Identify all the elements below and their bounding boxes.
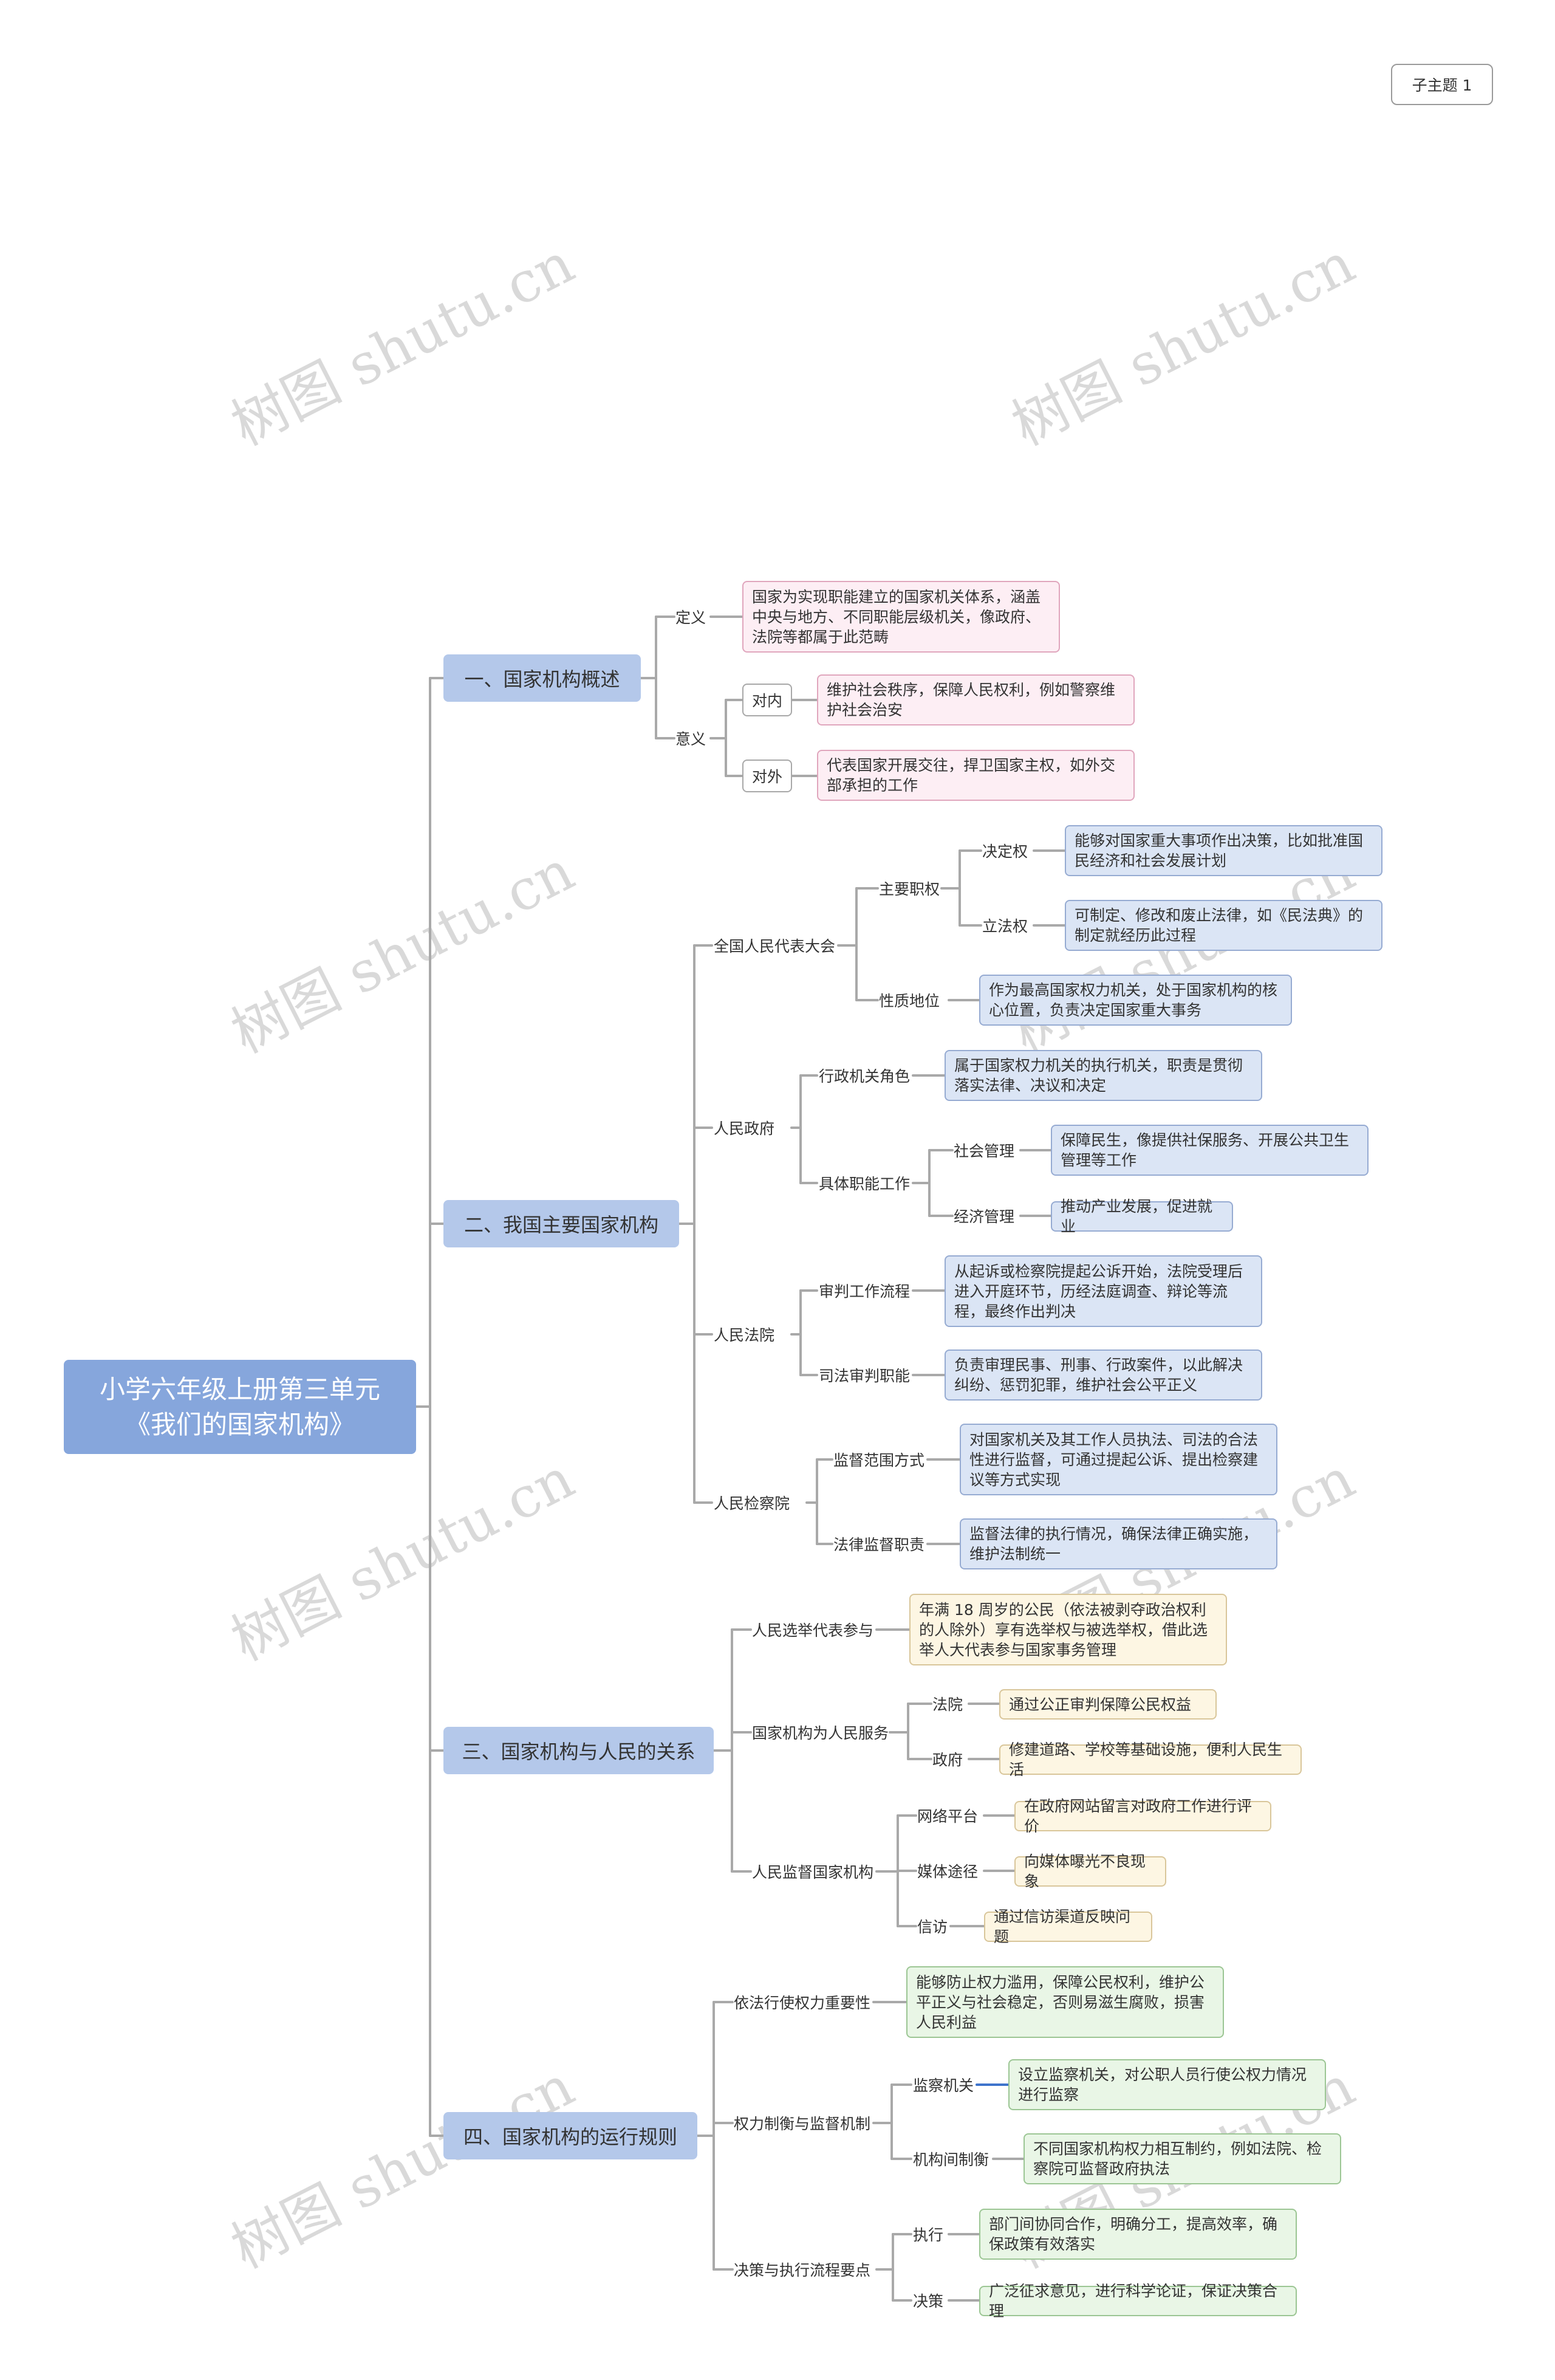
label-procuratorate[interactable]: 人民检察院 — [714, 1495, 790, 1512]
label-social-management[interactable]: 社会管理 — [954, 1142, 1015, 1160]
label-online-platform[interactable]: 网络平台 — [917, 1808, 979, 1825]
label-definition[interactable]: 定义 — [675, 609, 706, 626]
note-external[interactable]: 代表国家开展交往，捍卫国家主权，如外交部承担的工作 — [817, 750, 1135, 801]
note-decision-power[interactable]: 能够对国家重大事项作出决策，比如批准国民经济和社会发展计划 — [1065, 825, 1382, 876]
label-legislative-power[interactable]: 立法权 — [982, 917, 1028, 935]
note-supervision-scope[interactable]: 对国家机关及其工作人员执法、司法的合法性进行监督，可通过提起公诉、提出检察建议等… — [960, 1424, 1277, 1495]
tag-internal[interactable]: 对内 — [742, 684, 792, 716]
note-legal-supervision[interactable]: 监督法律的执行情况，确保法律正确实施，维护法制统一 — [960, 1518, 1277, 1569]
note-admin-role[interactable]: 属于国家权力机关的执行机关，职责是贯彻落实法律、决议和决定 — [945, 1050, 1262, 1101]
note-legislative-power[interactable]: 可制定、修改和废止法律，如《民法典》的制定就经历此过程 — [1065, 900, 1382, 951]
label-economic-management[interactable]: 经济管理 — [954, 1208, 1015, 1226]
label-legal-supervision[interactable]: 法律监督职责 — [833, 1536, 925, 1554]
label-government[interactable]: 人民政府 — [714, 1120, 775, 1137]
note-s3-government[interactable]: 修建道路、学校等基础设施，便利人民生活 — [999, 1741, 1302, 1778]
note-supervisory-organ[interactable]: 设立监察机关，对公职人员行使公权力情况进行监察 — [1008, 2059, 1326, 2110]
label-npc[interactable]: 全国人民代表大会 — [714, 938, 836, 955]
label-petition[interactable]: 信访 — [917, 1918, 948, 1936]
note-online-platform[interactable]: 在政府网站留言对政府工作进行评价 — [1014, 1797, 1271, 1835]
topic-main-institutions[interactable]: 二、我国主要国家机构 — [443, 1200, 679, 1247]
root-topic[interactable]: 小学六年级上册第三单元 《我们的国家机构》 — [64, 1360, 416, 1454]
note-petition[interactable]: 通过信访渠道反映问题 — [984, 1908, 1152, 1946]
subtopic-button[interactable]: 子主题 1 — [1391, 64, 1493, 105]
label-supervision-scope[interactable]: 监督范围方式 — [833, 1452, 925, 1469]
label-decision[interactable]: 决策 — [913, 2293, 944, 2310]
root-line-1: 小学六年级上册第三单元 — [99, 1374, 380, 1404]
label-serve-people[interactable]: 国家机构为人民服务 — [752, 1724, 889, 1742]
tag-external[interactable]: 对外 — [742, 760, 792, 792]
note-social-management[interactable]: 保障民生，像提供社保服务、开展公共卫生管理等工作 — [1051, 1125, 1369, 1176]
label-decision-power[interactable]: 决定权 — [982, 843, 1028, 860]
topic-operating-rules[interactable]: 四、国家机构的运行规则 — [443, 2112, 697, 2159]
label-lawful-power[interactable]: 依法行使权力重要性 — [734, 1994, 871, 2012]
note-lawful-power[interactable]: 能够防止权力滥用，保障公民权利，维护公平正义与社会稳定，否则易滋生腐败，损害人民… — [906, 1966, 1224, 2038]
label-nature-status[interactable]: 性质地位 — [879, 992, 940, 1010]
label-specific-work[interactable]: 具体职能工作 — [819, 1175, 911, 1193]
label-media-channel[interactable]: 媒体途径 — [917, 1863, 979, 1881]
label-meaning[interactable]: 意义 — [675, 730, 706, 748]
label-people-supervision[interactable]: 人民监督国家机构 — [752, 1864, 874, 1881]
label-judicial-duty[interactable]: 司法审判职能 — [819, 1367, 911, 1385]
root-line-2: 《我们的国家机构》 — [125, 1409, 355, 1439]
label-checks-balances[interactable]: 权力制衡与监督机制 — [734, 2115, 871, 2133]
label-decision-execution[interactable]: 决策与执行流程要点 — [734, 2262, 871, 2279]
note-internal[interactable]: 维护社会秩序，保障人民权利，例如警察维护社会治安 — [817, 674, 1135, 725]
label-s3-court[interactable]: 法院 — [932, 1696, 963, 1713]
topic-relationship[interactable]: 三、国家机构与人民的关系 — [443, 1727, 714, 1774]
label-elect-representatives[interactable]: 人民选举代表参与 — [752, 1622, 874, 1639]
note-execution[interactable]: 部门间协同合作，明确分工，提高效率，确保政策有效落实 — [979, 2209, 1297, 2260]
note-nature-status[interactable]: 作为最高国家权力机关，处于国家机构的核心位置，负责决定国家重大事务 — [979, 975, 1292, 1026]
note-judicial-duty[interactable]: 负责审理民事、刑事、行政案件，以此解决纠纷、惩罚犯罪，维护社会公平正义 — [945, 1349, 1262, 1401]
note-trial-process[interactable]: 从起诉或检察院提起公诉开始，法院受理后进入开庭环节，历经法庭调查、辩论等流程，最… — [945, 1255, 1262, 1327]
label-execution[interactable]: 执行 — [913, 2226, 944, 2244]
note-inter-agency[interactable]: 不同国家机构权力相互制约，例如法院、检察院可监督政府执法 — [1024, 2133, 1341, 2184]
note-definition[interactable]: 国家为实现职能建立的国家机关体系，涵盖中央与地方、不同职能层级机关，像政府、法院… — [742, 581, 1060, 653]
label-trial-process[interactable]: 审判工作流程 — [819, 1283, 911, 1300]
note-media-channel[interactable]: 向媒体曝光不良现象 — [1014, 1853, 1166, 1890]
note-decision[interactable]: 广泛征求意见，进行科学论证，保证决策合理 — [979, 2282, 1297, 2320]
note-economic-management[interactable]: 推动产业发展，促进就业 — [1051, 1198, 1233, 1235]
note-elect-representatives[interactable]: 年满 18 周岁的公民（依法被剥夺政治权利的人除外）享有选举权与被选举权，借此选… — [909, 1594, 1227, 1665]
topic-overview[interactable]: 一、国家机构概述 — [443, 654, 641, 702]
label-admin-role[interactable]: 行政机关角色 — [819, 1068, 911, 1085]
label-s3-government[interactable]: 政府 — [932, 1751, 963, 1769]
label-main-powers[interactable]: 主要职权 — [879, 880, 940, 898]
label-supervisory-organ[interactable]: 监察机关 — [913, 2077, 974, 2094]
note-s3-court[interactable]: 通过公正审判保障公民权益 — [999, 1689, 1217, 1720]
label-inter-agency[interactable]: 机构间制衡 — [913, 2151, 989, 2169]
label-court[interactable]: 人民法院 — [714, 1326, 775, 1344]
